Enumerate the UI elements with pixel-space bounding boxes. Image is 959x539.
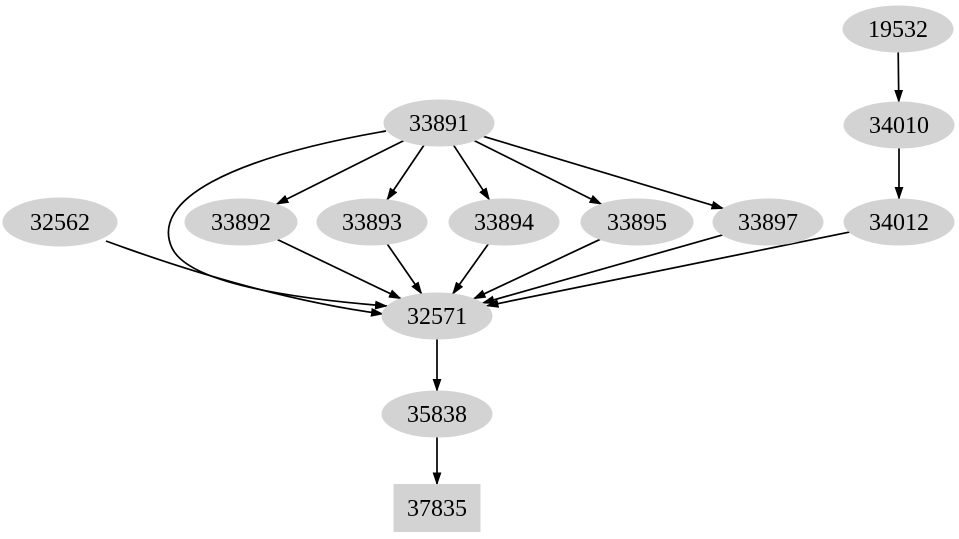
node-33894: 33894: [448, 198, 560, 246]
node-ellipse-33893: [316, 198, 428, 246]
node-label-33892: 33892: [211, 210, 271, 236]
node-34010: 34010: [843, 101, 955, 149]
node-label-33891: 33891: [409, 111, 469, 137]
node-label-34010: 34010: [869, 113, 929, 139]
node-33897: 33897: [712, 198, 824, 246]
node-19532: 19532: [842, 5, 954, 53]
node-ellipse-33891: [383, 99, 495, 147]
edge-33891-33894: [452, 144, 491, 201]
node-32562: 32562: [2, 197, 118, 247]
node-ellipse-19532: [842, 5, 954, 53]
edge-33892-32571: [277, 238, 402, 300]
edge-33891-32571: [167, 130, 388, 310]
edge-33893-32571: [386, 243, 423, 295]
edges-layer: [105, 51, 904, 486]
node-box-37835: [393, 484, 481, 532]
edge-33891-33897: [483, 135, 725, 210]
node-ellipse-34010: [843, 101, 955, 149]
node-label-33895: 33895: [607, 210, 667, 236]
node-label-32562: 32562: [30, 210, 90, 236]
edge-33897-32571: [481, 234, 723, 305]
node-33893: 33893: [316, 198, 428, 246]
edge-33891-33895: [473, 139, 603, 205]
node-label-33894: 33894: [474, 210, 534, 236]
node-label-37835: 37835: [407, 496, 467, 522]
node-label-35838: 35838: [407, 402, 467, 428]
node-label-34012: 34012: [869, 210, 929, 236]
node-label-32571: 32571: [407, 304, 467, 330]
node-ellipse-33892: [184, 198, 298, 246]
node-37835: 37835: [393, 484, 481, 532]
node-ellipse-33894: [448, 198, 560, 246]
edge-33891-33892: [275, 139, 405, 205]
node-label-33893: 33893: [342, 210, 402, 236]
node-ellipse-35838: [381, 390, 493, 438]
node-35838: 35838: [381, 390, 493, 438]
edge-34012-32571: [485, 231, 850, 308]
node-label-33897: 33897: [738, 210, 798, 236]
node-ellipse-34012: [843, 198, 955, 246]
node-33892: 33892: [184, 198, 298, 246]
node-label-19532: 19532: [868, 17, 928, 43]
node-ellipse-32562: [2, 197, 118, 247]
edge-19532-34010: [894, 51, 904, 103]
edge-32562-32571: [105, 240, 384, 317]
edge-33895-32571: [472, 238, 601, 300]
node-ellipse-33895: [580, 198, 694, 246]
node-ellipse-32571: [381, 292, 493, 340]
nodes-layer: 19532 34010 34012 33891 32562 33892 33893 33894…: [2, 5, 955, 532]
node-32571: 32571: [381, 292, 493, 340]
edge-33891-33893: [386, 144, 425, 201]
node-ellipse-33897: [712, 198, 824, 246]
node-33895: 33895: [580, 198, 694, 246]
node-33891: 33891: [383, 99, 495, 147]
node-34012: 34012: [843, 198, 955, 246]
edge-33894-32571: [452, 243, 489, 295]
